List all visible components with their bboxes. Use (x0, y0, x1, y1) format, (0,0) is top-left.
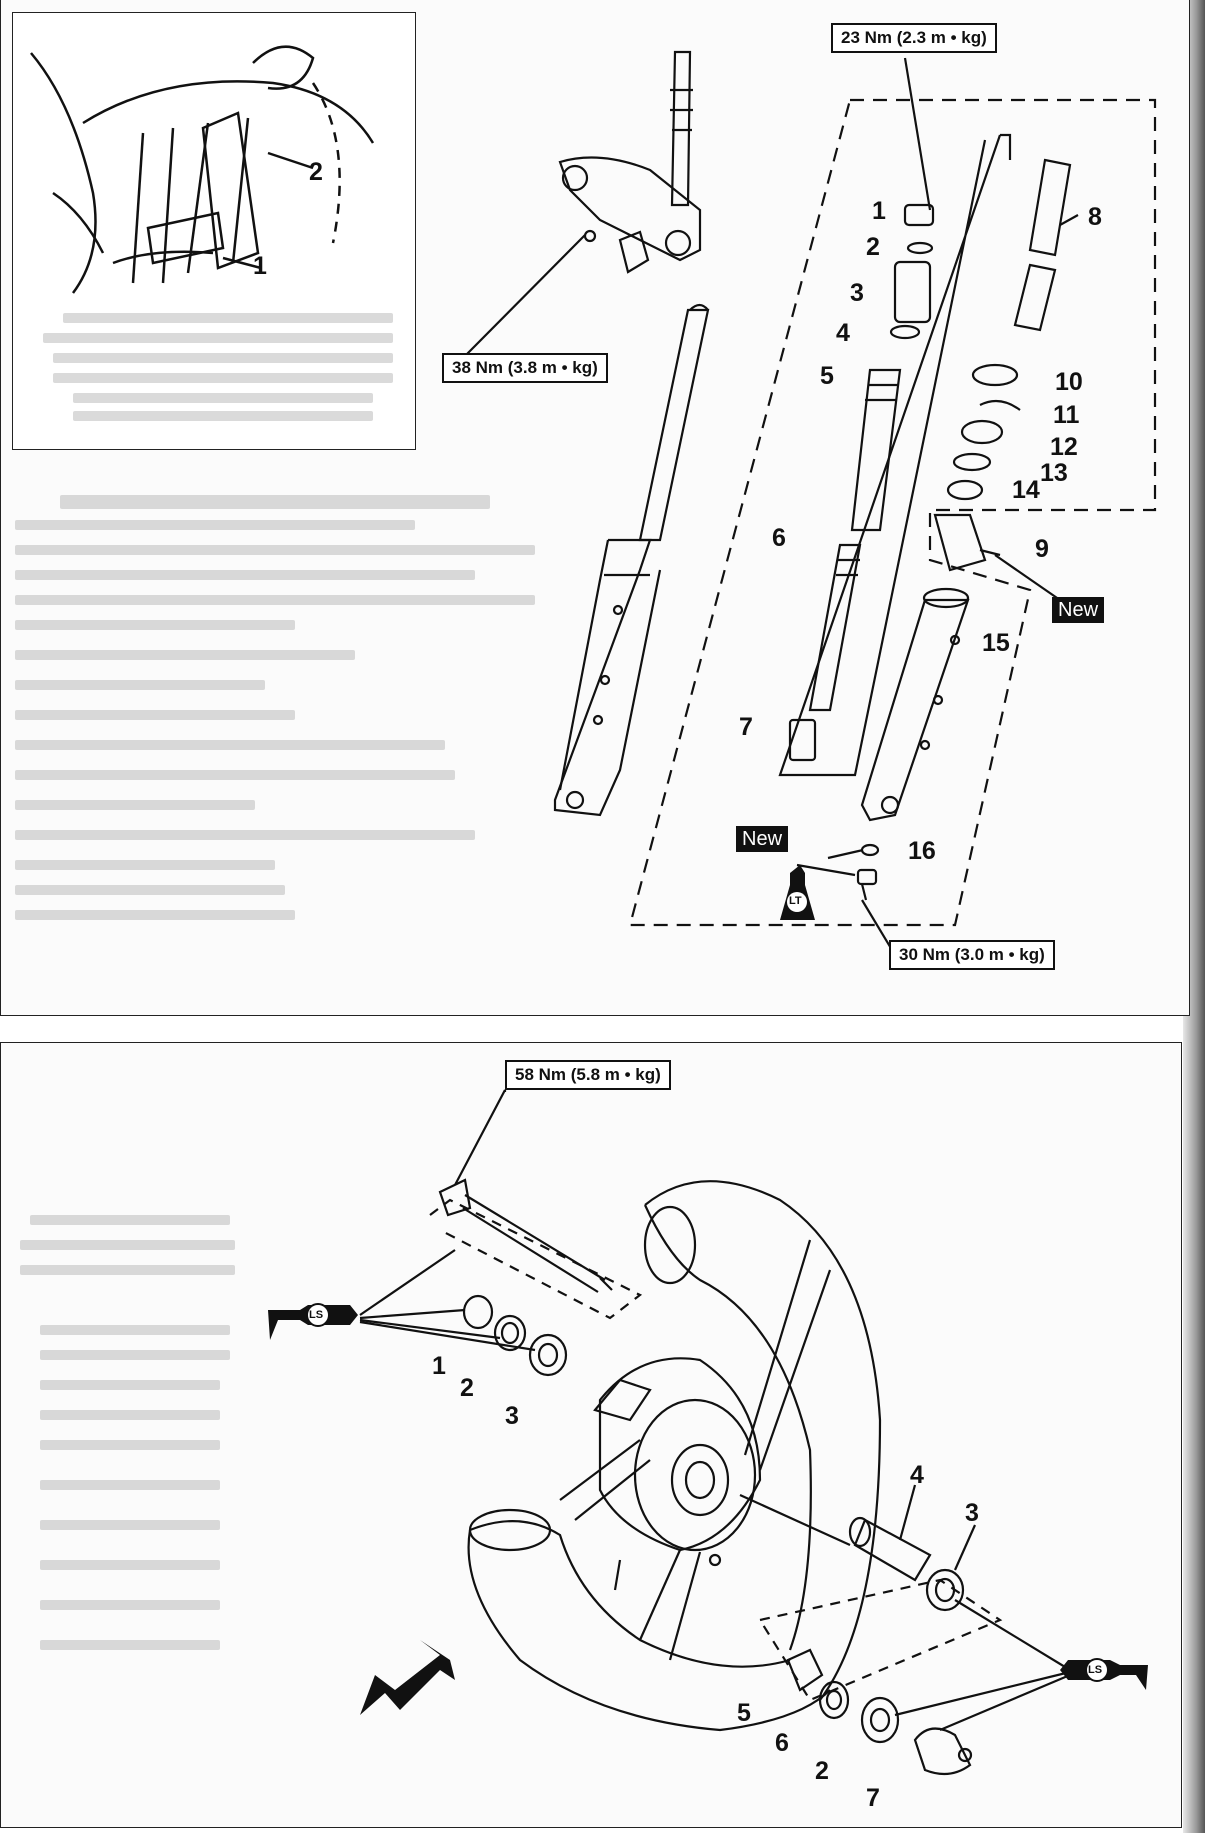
part-label-1: 1 (872, 197, 886, 225)
inset-fork-drawing (30, 45, 375, 294)
part-label-8: 8 (1088, 203, 1102, 231)
wheel-part-label-5: 5 (737, 1699, 751, 1727)
wheel-part-label-4: 4 (910, 1461, 924, 1489)
front-wheel-panel (0, 1042, 1182, 1828)
torque-spec-axle: 58 Nm (5.8 m • kg) (505, 1060, 671, 1090)
part-label-5: 5 (820, 362, 834, 390)
part-label-6: 6 (772, 524, 786, 552)
part-label-13: 13 (1040, 459, 1068, 487)
wheel-part-label-7: 7 (866, 1784, 880, 1812)
wheel-part-label-2: 2 (460, 1374, 474, 1402)
part-label-9: 9 (1035, 535, 1049, 563)
ls-icon-label-left: LS (309, 1309, 324, 1321)
part-label-14: 14 (1012, 476, 1040, 504)
inset-diagram: 1 2 (12, 12, 416, 450)
ls-icon-label-right: LS (1088, 1664, 1103, 1676)
part-label-16: 16 (908, 837, 936, 865)
part-label-15: 15 (982, 629, 1010, 657)
front-fork-exploded-drawing (465, 50, 1157, 956)
new-tag-oil-seal: New (1052, 597, 1105, 623)
lt-icon-label: LT (789, 895, 802, 907)
part-label-2: 2 (866, 233, 880, 261)
torque-spec-cap-bolt: 23 Nm (2.3 m • kg) (831, 23, 997, 53)
torque-spec-pinch-bolt: 38 Nm (3.8 m • kg) (442, 353, 608, 383)
inset-label-2: 2 (309, 158, 323, 186)
part-label-11: 11 (1053, 401, 1080, 429)
part-label-7: 7 (739, 713, 753, 741)
wheel-part-label-1: 1 (432, 1352, 446, 1380)
new-tag-copper-washer: New (736, 826, 789, 852)
wheel-part-label-3-right: 3 (965, 1499, 979, 1527)
inset-label-1: 1 (253, 252, 267, 280)
part-label-10: 10 (1055, 368, 1083, 396)
wheel-part-label-6: 6 (775, 1729, 789, 1757)
torque-spec-bottom-bolt: 30 Nm (3.0 m • kg) (889, 940, 1055, 970)
part-label-4: 4 (836, 319, 850, 347)
wheel-part-label-3: 3 (505, 1402, 519, 1430)
wheel-part-label-2-bottom: 2 (815, 1757, 829, 1785)
part-label-3: 3 (850, 279, 864, 307)
part-label-12: 12 (1050, 433, 1078, 461)
